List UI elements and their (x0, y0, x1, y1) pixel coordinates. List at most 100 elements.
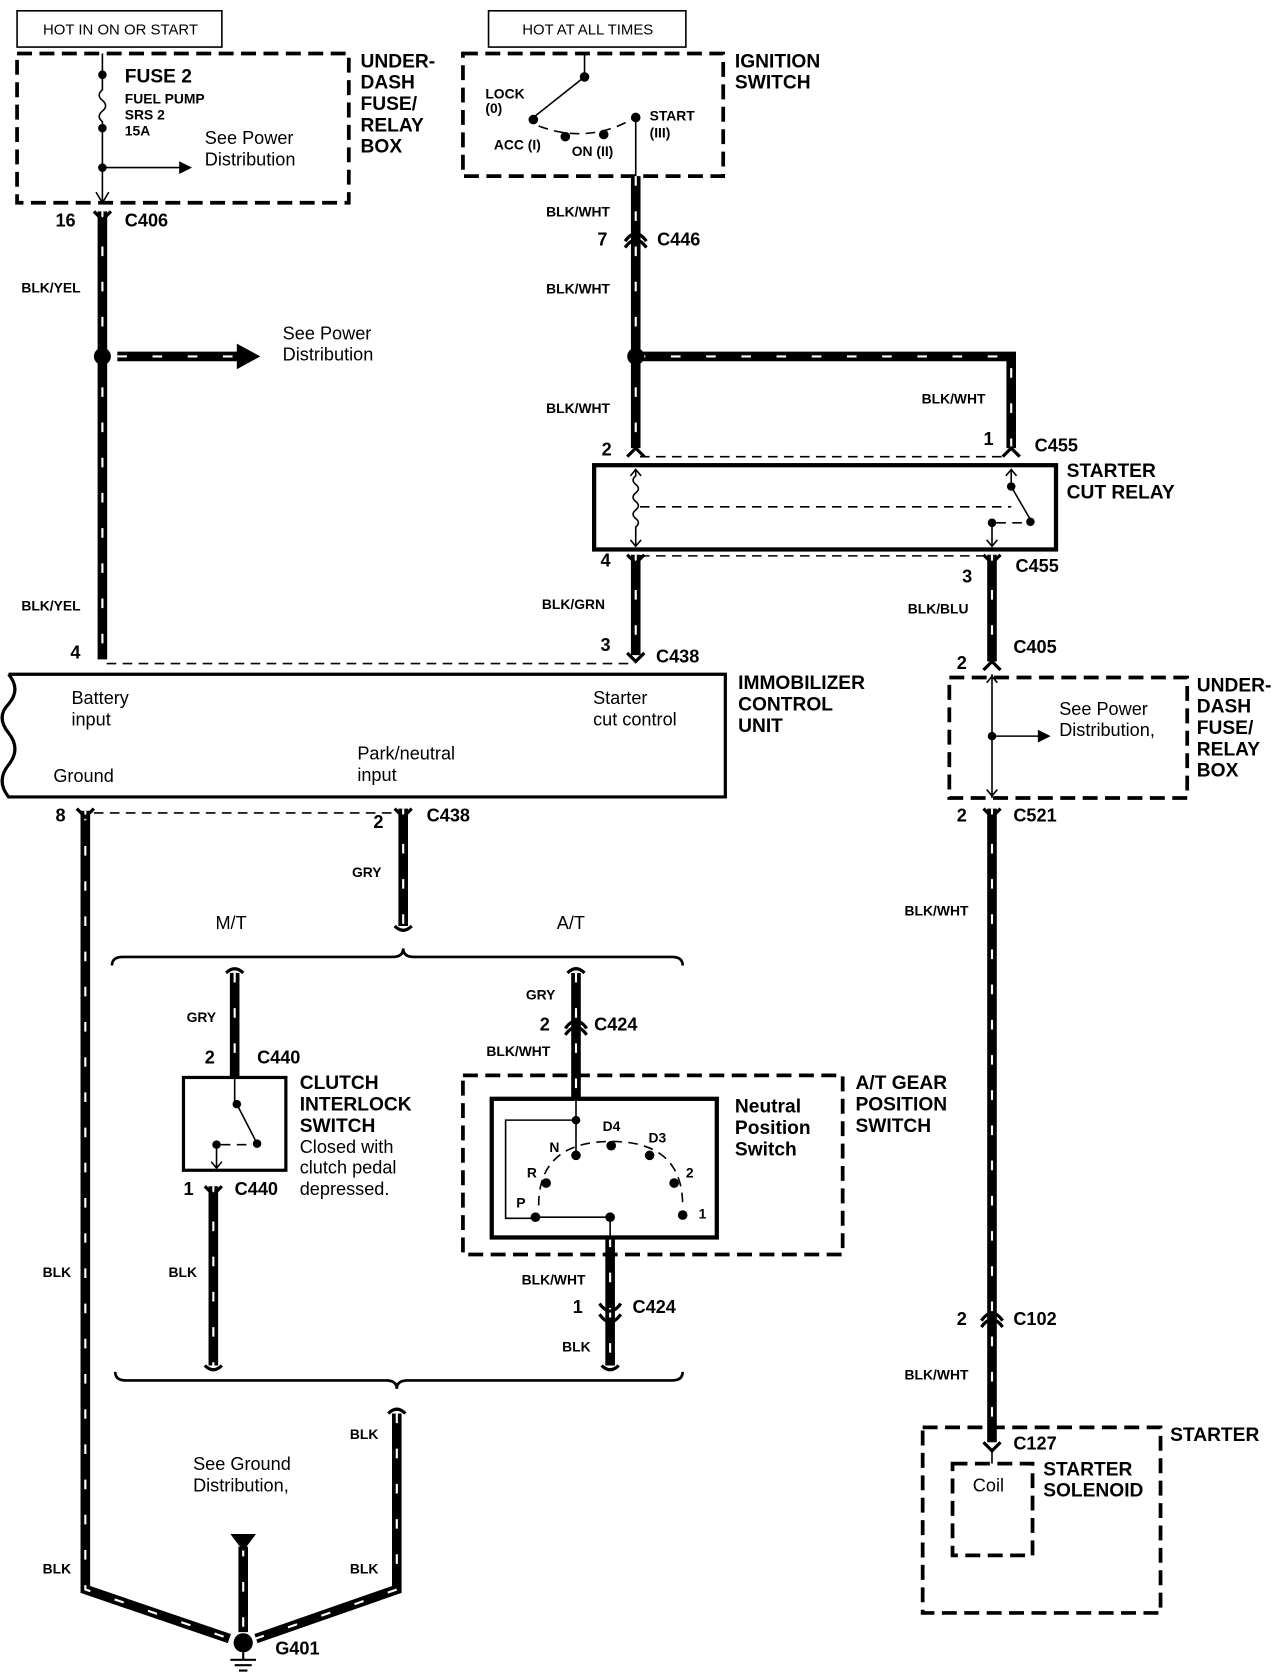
component-name: POSITION (855, 1095, 947, 1116)
wire-color-label: BLK/WHT (546, 204, 610, 220)
at-gear-position-switch: N D4 D3 2 R P 1 Neutral Position Switch … (461, 1073, 947, 1257)
component-name: RELAY (1197, 739, 1260, 760)
label-text: HOT IN ON OR START (43, 21, 198, 38)
component-name: IMMOBILIZER (738, 673, 865, 694)
fuse-rating: 15A (125, 123, 150, 139)
wire-color-label: BLK/YEL (21, 597, 81, 613)
wire-color-label: BLK (169, 1264, 197, 1280)
ground-distribution-arrow-icon (230, 1534, 256, 1552)
wire-blk-ground-right (254, 1413, 402, 1644)
wire-color-label: GRY (187, 1009, 217, 1025)
wire-color-label: BLK/WHT (486, 1043, 550, 1059)
connector-id: C127 (1013, 1434, 1056, 1454)
component-name: A/T GEAR (855, 1073, 947, 1094)
position-label: LOCK (485, 85, 524, 101)
see-ground-text: See Ground (193, 1454, 291, 1474)
fuse-label: FUSE 2 (125, 66, 192, 87)
see-power-text: See Power (205, 128, 294, 148)
pin-number: 2 (602, 440, 612, 460)
component-name: BOX (361, 137, 403, 158)
component-name: SWITCH (855, 1116, 931, 1137)
under-dash-fuse-relay-box-right: See Power Distribution, UNDER- DASH FUSE… (947, 674, 1272, 800)
component-name: DASH (1197, 697, 1251, 718)
splice-dot (627, 347, 645, 365)
position-label: ON (II) (572, 143, 614, 159)
wire-color-label: BLK/WHT (905, 902, 969, 918)
variant-label: A/T (557, 913, 585, 933)
see-power-text: Distribution (205, 149, 296, 169)
starter: STARTER C127 Coil STARTER SOLENOID (920, 1425, 1259, 1615)
position-label: (0) (485, 100, 502, 116)
wire-color-label: BLK/WHT (522, 1271, 586, 1287)
wire-color-label: BLK/YEL (21, 279, 81, 295)
see-power-text: See Power (283, 323, 372, 343)
component-name: SWITCH (735, 73, 811, 94)
wire-blk-ground-left (80, 810, 231, 1644)
gear-position-label: D3 (649, 1130, 667, 1146)
pin-number: 7 (597, 229, 607, 249)
component-name: CUT RELAY (1067, 482, 1175, 503)
pin-number: 8 (55, 805, 65, 825)
wire-color-label: BLK/WHT (546, 400, 610, 416)
terminal-label: Starter (593, 688, 647, 708)
coil-label: Coil (973, 1475, 1004, 1495)
wire-color-label: BLK/BLU (908, 600, 969, 616)
connector-id: C440 (257, 1048, 300, 1068)
component-name: FUSE/ (361, 94, 418, 115)
component-name: FUSE/ (1197, 718, 1254, 739)
starter-cut-relay: STARTER CUT RELAY (592, 461, 1175, 552)
connector-id: C405 (1013, 637, 1056, 657)
wire-color-label: BLK (43, 1264, 71, 1280)
pin-number: 3 (601, 635, 611, 655)
connector-id: C440 (235, 1179, 278, 1199)
component-name: DASH (361, 73, 415, 94)
component-name: Position (735, 1118, 811, 1139)
ground-point-id: G401 (275, 1639, 319, 1659)
wire-blk-wht-relay (635, 351, 1016, 449)
wire-stripe (84, 810, 230, 1640)
connector-id: C424 (633, 1297, 676, 1317)
component-name: BOX (1197, 761, 1239, 782)
terminal-label: Ground (53, 766, 113, 786)
connector-id: C446 (657, 229, 700, 249)
wire-color-label: BLK (350, 1426, 378, 1442)
component-name: STARTER (1043, 1459, 1132, 1480)
wire-color-label: BLK/WHT (546, 280, 610, 296)
component-name: STARTER (1067, 461, 1156, 482)
pin-number: 2 (957, 805, 967, 825)
pin-number: 1 (183, 1179, 193, 1199)
gear-position-label: D4 (603, 1118, 621, 1134)
pin-number: 4 (70, 642, 80, 662)
label-text: HOT AT ALL TIMES (522, 21, 653, 38)
connector-id: C438 (656, 647, 699, 667)
component-name: UNDER- (361, 51, 436, 72)
wire-color-label: BLK/WHT (922, 390, 986, 406)
pin-number: 2 (205, 1048, 215, 1068)
component-name: SOLENOID (1043, 1481, 1143, 1502)
component-name: CONTROL (738, 695, 833, 716)
connector-id: C455 (1035, 435, 1078, 455)
component-name: SWITCH (300, 1116, 376, 1137)
gear-position-label: P (516, 1195, 525, 1211)
variant-brace-bottom (113, 1371, 684, 1390)
splice-dot (93, 347, 111, 365)
component-name: UNDER- (1197, 675, 1272, 696)
under-dash-fuse-relay-box-top: FUSE 2 FUEL PUMP SRS 2 15A See Power Dis… (15, 51, 436, 205)
wire-color-label: BLK (43, 1560, 71, 1576)
gear-position-label: R (527, 1165, 537, 1181)
ignition-switch: LOCK (0) ACC (I) ON (II) START (III) IGN… (461, 51, 820, 178)
position-label: ACC (I) (494, 136, 541, 152)
note-text: Closed with (300, 1137, 394, 1157)
arrow-head-icon (236, 343, 261, 370)
see-ground-text: Distribution, (193, 1475, 289, 1495)
see-power-text: Distribution, (1059, 720, 1155, 740)
terminal-label: cut control (593, 709, 677, 729)
pin-number: 2 (373, 812, 383, 832)
wire-color-label: BLK/GRN (542, 596, 605, 612)
component-name: UNIT (738, 716, 783, 737)
wire-color-label: GRY (526, 987, 556, 1003)
connector-id: C102 (1013, 1309, 1056, 1329)
gear-position-label: N (549, 1139, 559, 1155)
connector-id: C438 (427, 805, 470, 825)
